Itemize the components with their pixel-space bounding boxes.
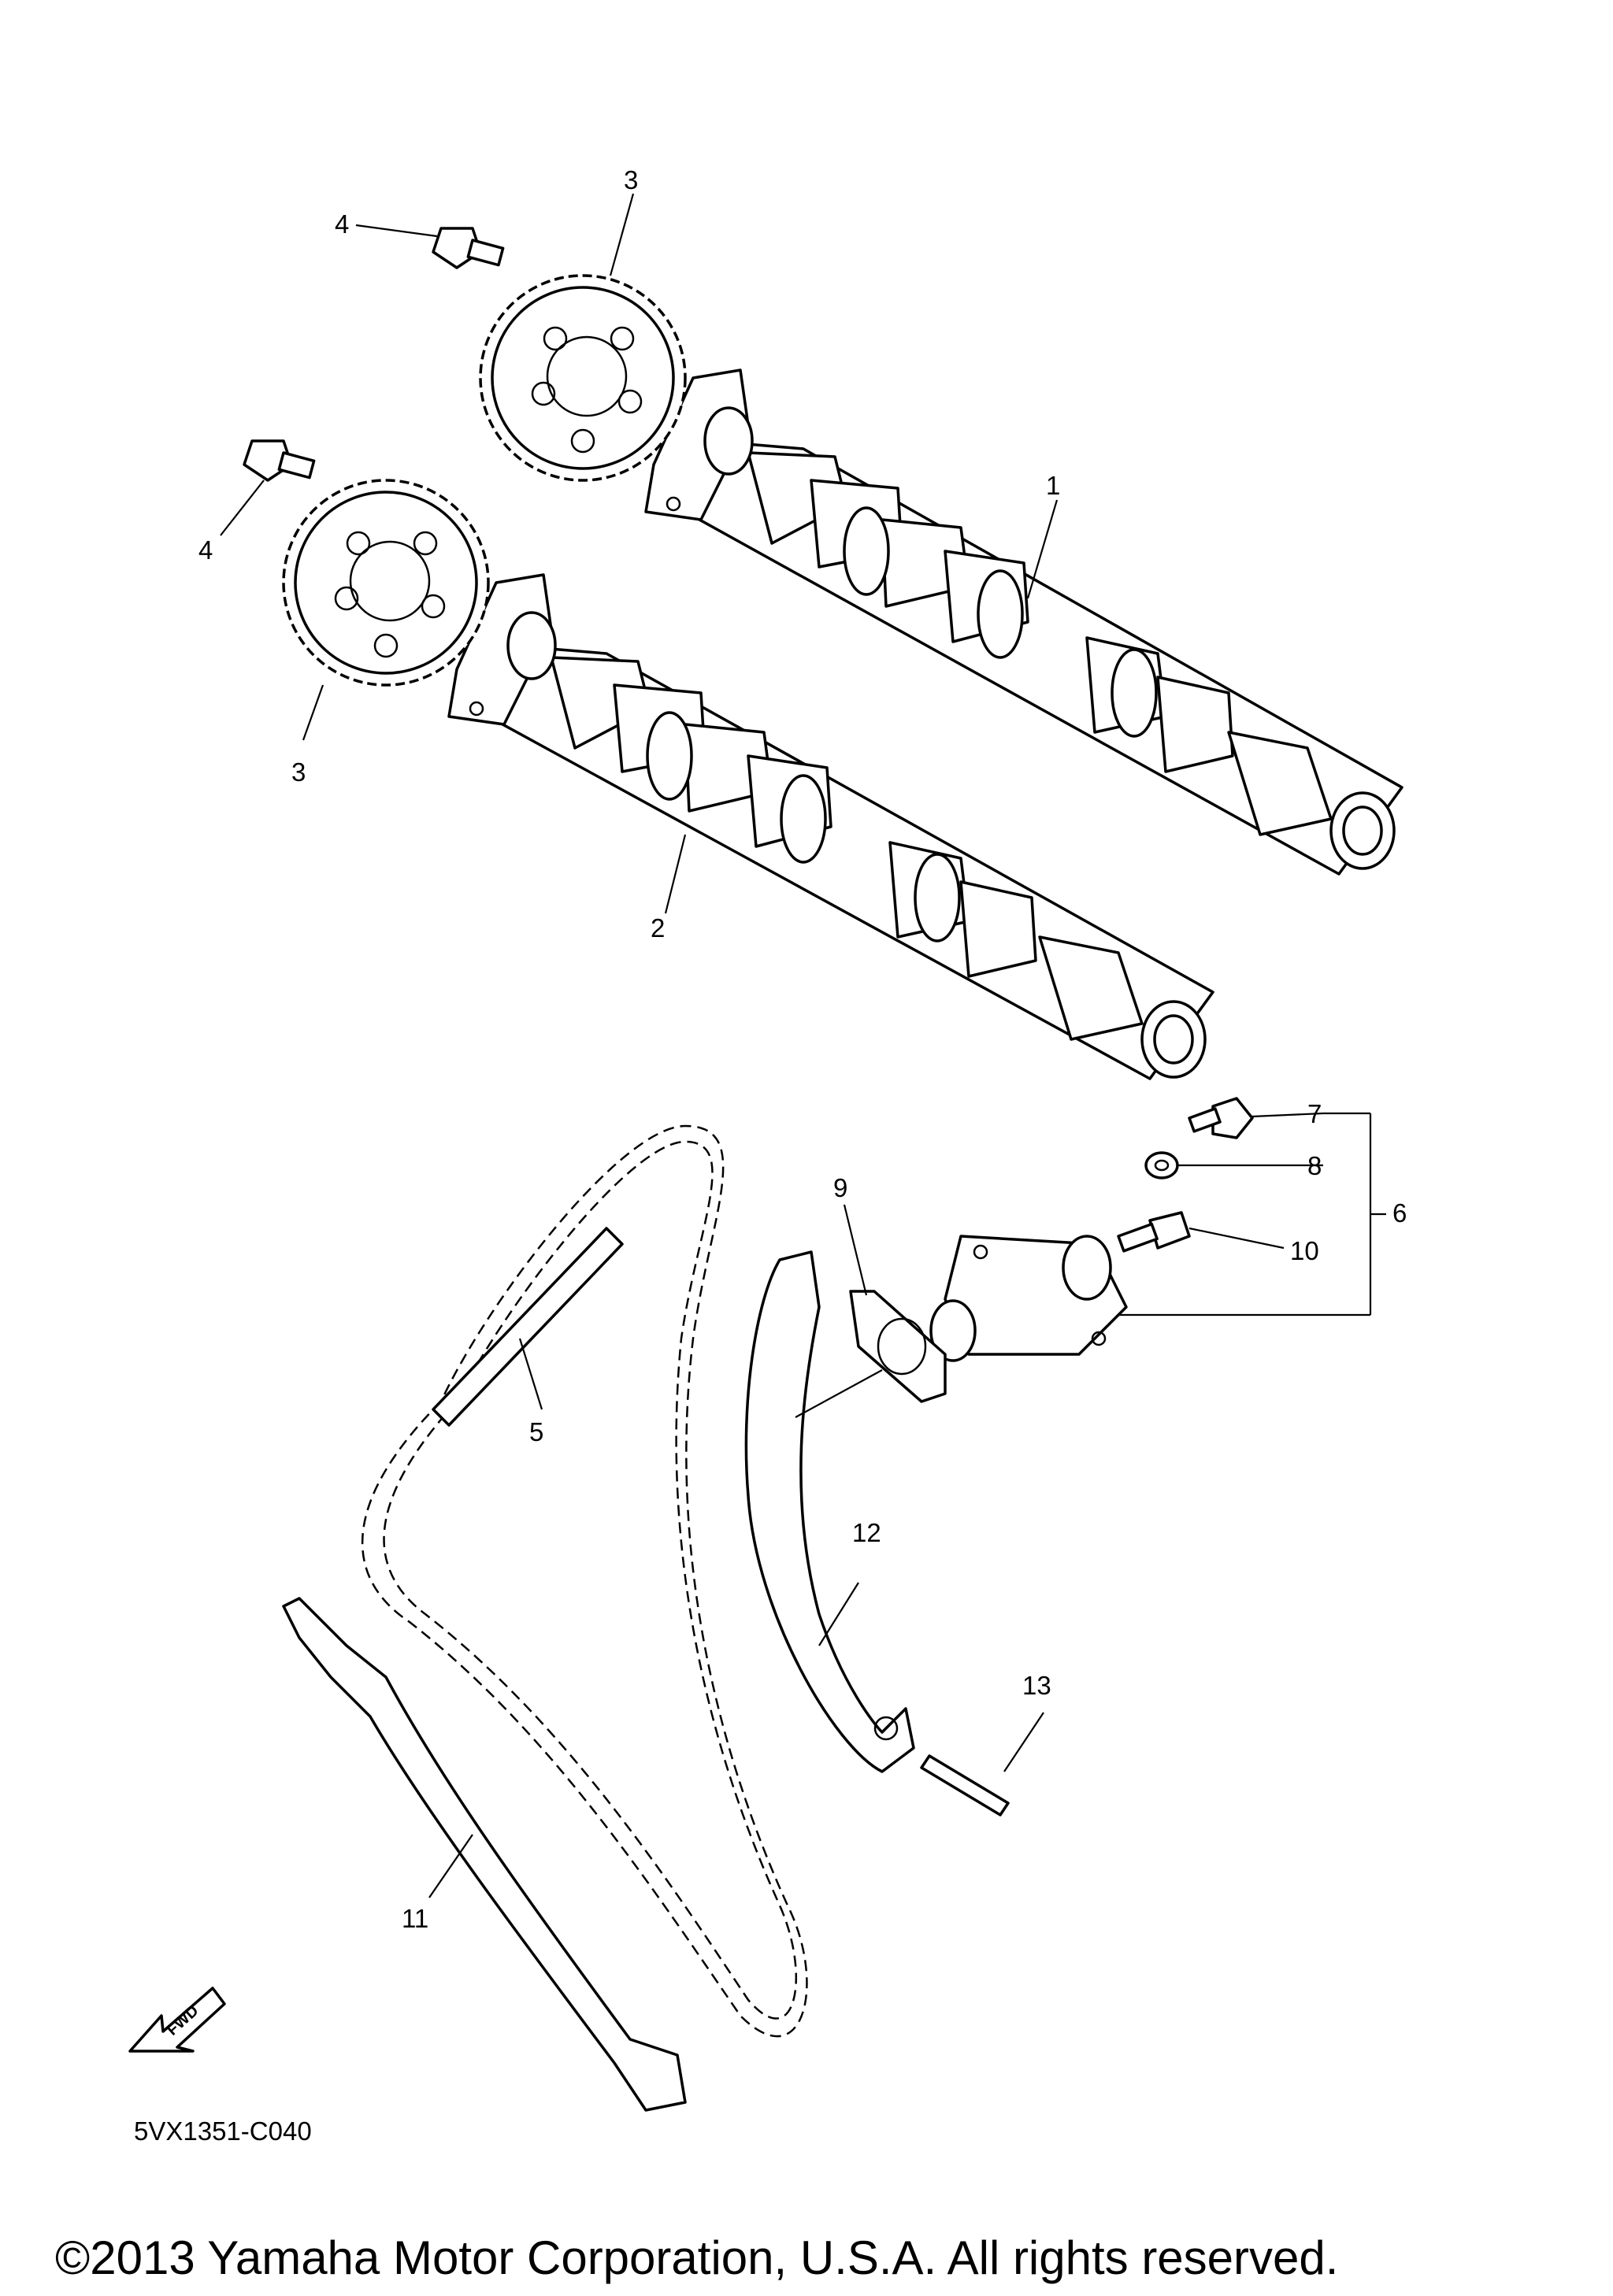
bolt-upper: [432, 227, 505, 269]
callout-10: 10: [1290, 1236, 1319, 1265]
copyright-notice: ©2013 Yamaha Motor Corporation, U.S.A. A…: [55, 2231, 1338, 2284]
tensioner-gasket: [849, 1290, 947, 1403]
tensioner-mount-bolt: [1117, 1211, 1191, 1253]
cam-sprocket-upper: [479, 274, 687, 482]
camshaft-2: [447, 573, 1214, 1080]
leader-lines: [220, 193, 1386, 1898]
callout-4-lower: 4: [198, 535, 213, 565]
guide-pin: [920, 1754, 1010, 1816]
callout-9: 9: [833, 1173, 847, 1202]
callout-5: 5: [529, 1417, 543, 1446]
callout-3-upper: 3: [624, 165, 638, 194]
diagram-code: 5VX1351-C040: [134, 2116, 312, 2146]
camshaft-1: [644, 368, 1403, 876]
callout-1: 1: [1046, 471, 1060, 500]
callout-8: 8: [1307, 1151, 1322, 1180]
tensioner-washer: [1144, 1151, 1179, 1179]
forward-direction-arrow: FWD: [128, 1987, 226, 2053]
callout-6: 6: [1392, 1198, 1407, 1228]
bolt-lower: [243, 439, 316, 482]
callout-12: 12: [852, 1518, 881, 1547]
chain-guide: [282, 1597, 687, 2112]
callout-7: 7: [1307, 1099, 1322, 1128]
tensioner-cap-bolt: [1188, 1097, 1254, 1139]
callout-4-upper: 4: [335, 209, 349, 239]
callout-3-lower: 3: [291, 757, 306, 787]
callout-2: 2: [651, 913, 665, 942]
cam-sprocket-lower: [282, 479, 490, 687]
cam-chain: [361, 1124, 808, 2038]
callout-13: 13: [1022, 1671, 1051, 1700]
chain-tensioner-guide: [744, 1250, 915, 1773]
callout-11: 11: [402, 1904, 428, 1933]
cam-chain-tensioner: [929, 1235, 1128, 1362]
